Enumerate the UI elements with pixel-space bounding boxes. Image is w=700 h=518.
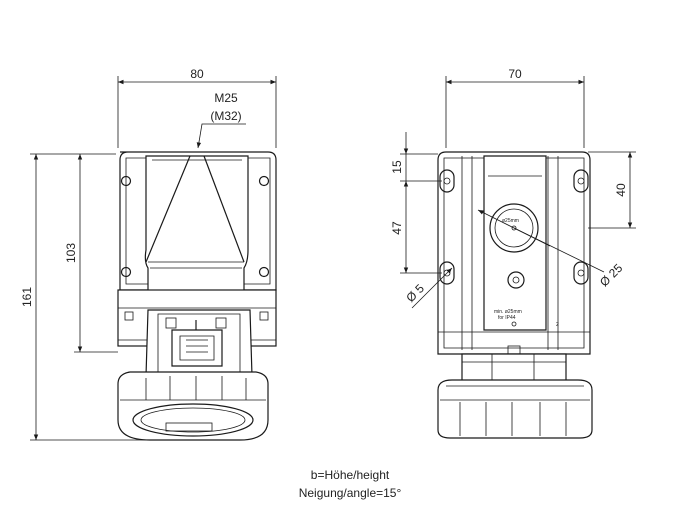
socket-cap	[117, 371, 269, 441]
side-screw-hole-bl	[120, 266, 132, 278]
cable-entry-cone	[145, 155, 191, 263]
dim-overall-height: 161	[20, 287, 34, 307]
dim-hole-diameter-right: Ø 25	[597, 261, 626, 290]
dim-right-offset: 40	[614, 183, 628, 197]
part-number: 2	[556, 322, 559, 328]
front-view: ø25mm min. ø25mm for IP44 2	[437, 151, 593, 439]
cable-knockout	[489, 203, 539, 253]
dimension-lines	[30, 76, 636, 441]
dim-left-width: 80	[190, 67, 204, 81]
cap-label-slot	[165, 422, 213, 432]
ip-note-line-1: min. ø25mm	[494, 309, 522, 315]
dim-right-width: 70	[508, 67, 522, 81]
side-screw-hole-tl	[120, 175, 132, 187]
ip-note-line-2: for IP44	[498, 315, 516, 321]
dim-mounting-height: 103	[64, 243, 78, 263]
dim-cable-entry-alt: (M32)	[210, 109, 241, 123]
dim-top-offset: 15	[390, 160, 404, 174]
side-view	[117, 151, 277, 441]
caption-angle: Neigung/angle=15°	[298, 486, 402, 500]
front-hole-br	[573, 261, 589, 285]
caption-height: b=Höhe/height	[310, 468, 390, 482]
side-housing	[144, 155, 249, 293]
side-screw-hole-tr	[258, 175, 270, 187]
front-housing	[483, 155, 547, 331]
side-screw-hole-br	[258, 266, 270, 278]
dim-hole-diameter-left: Ø 5	[403, 281, 427, 305]
dim-cable-entry: M25	[214, 91, 238, 105]
knockout-label: ø25mm	[502, 218, 519, 224]
drain-knockout	[507, 271, 525, 289]
front-socket-cap	[437, 379, 593, 439]
dim-hole-spacing: 47	[390, 221, 404, 235]
front-hole-tr	[573, 169, 589, 193]
